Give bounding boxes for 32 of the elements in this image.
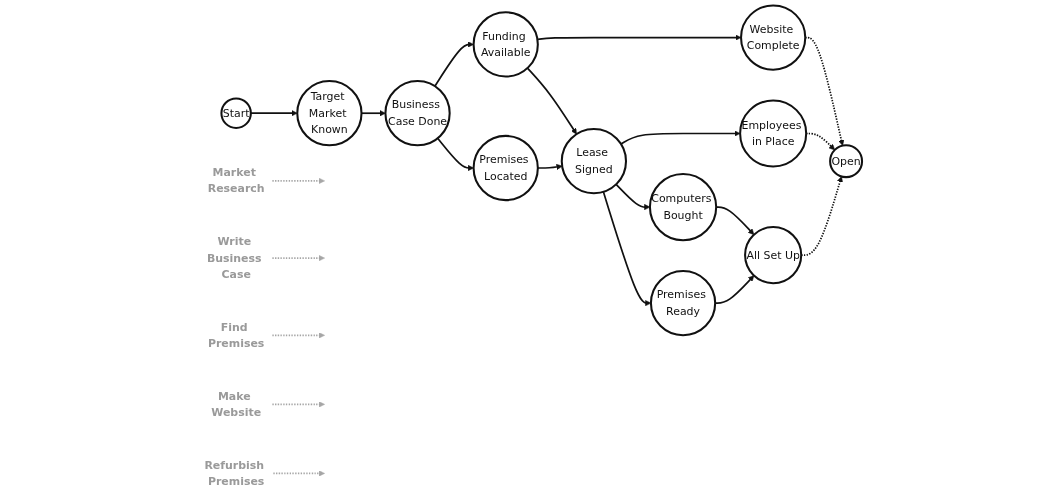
- leader-arrow: [271, 255, 325, 262]
- activity-label: Make Website: [211, 389, 262, 419]
- arrow: [615, 183, 651, 211]
- activity-label: Market Research: [207, 165, 265, 196]
- arrow: [434, 41, 474, 88]
- event-circle: Lease Signed: [560, 128, 628, 195]
- activity-label: Find Premises: [207, 320, 265, 350]
- event-circle: Open: [829, 144, 864, 179]
- leader-arrow: [271, 401, 325, 408]
- event-circle: Employees in Place: [739, 99, 808, 168]
- arrow: [602, 191, 652, 307]
- arrow: [436, 137, 474, 171]
- leader-arrow: [271, 332, 325, 339]
- leader-arrow: [272, 470, 325, 477]
- event-circle: Premises Located: [472, 134, 539, 202]
- arrow: [620, 130, 741, 145]
- arrow: [714, 275, 755, 304]
- event-circle: Funding Available: [472, 11, 539, 78]
- event-circle: Start: [220, 97, 252, 129]
- arrow: [526, 67, 577, 135]
- dashed-arrow: [805, 132, 835, 151]
- arrow: [250, 110, 298, 117]
- event-circle: Business Case Done: [384, 80, 451, 147]
- event-circle: Target Market Known: [296, 80, 363, 147]
- event-circle: All Set Up: [744, 226, 803, 285]
- event-circle: Website Complete: [740, 4, 807, 71]
- event-circle: Computers Bought: [648, 172, 718, 242]
- activity-label: Refurbish Premises: [204, 458, 265, 488]
- event-circle: Premises Ready: [649, 269, 717, 337]
- activity-label: Write Business Case: [206, 234, 262, 281]
- arrow: [537, 163, 563, 170]
- leader-arrow: [271, 177, 325, 184]
